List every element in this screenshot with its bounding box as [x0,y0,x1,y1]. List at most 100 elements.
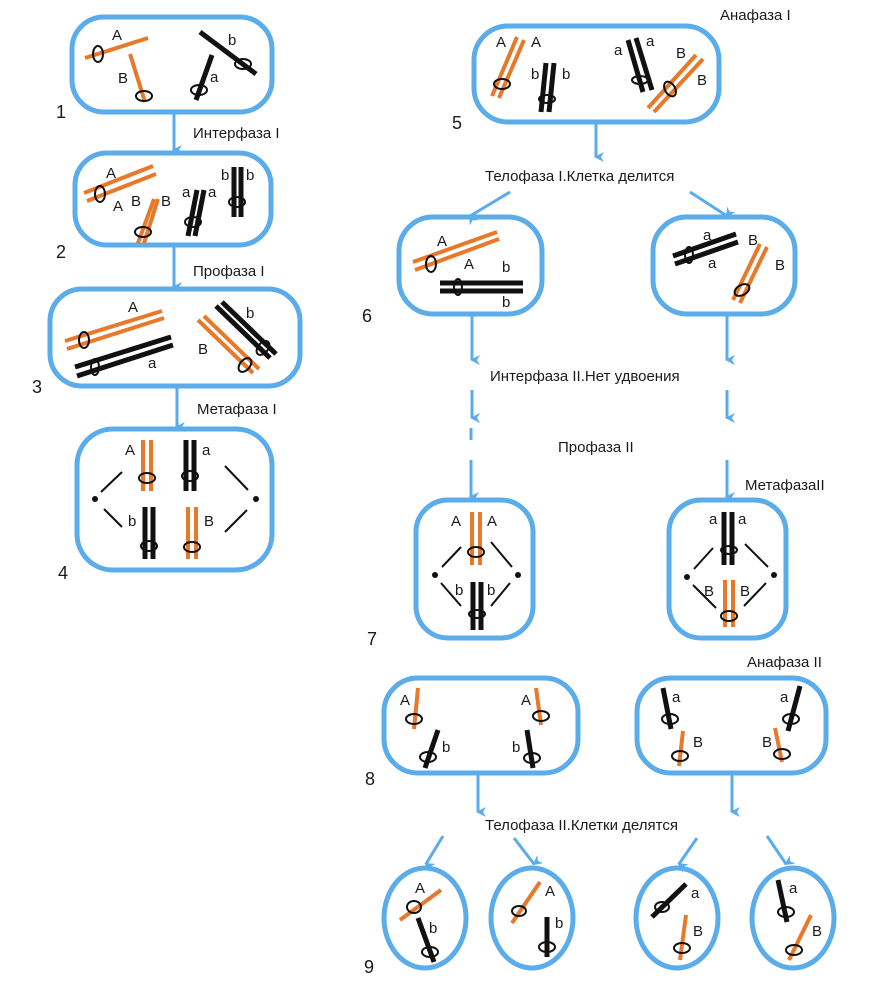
stage-label-prophase-2: Профаза II [558,439,634,456]
spindle-fiber [693,547,714,570]
centromere [532,710,550,722]
spindle-fiber [224,465,249,491]
gene-label-a: a [703,227,712,244]
chromatid-A [414,237,500,272]
centromere [190,84,208,96]
step-number-8: 8 [365,769,375,789]
centromere [134,226,152,238]
centromere [684,246,694,264]
cell-7-right: a a B B [666,497,789,641]
chromosome-b [198,30,258,76]
gene-label-A: A [545,883,555,900]
gene-label-a: a [780,689,789,706]
gene-label-b: b [246,167,254,184]
cell-membrane [69,14,275,115]
cell-membrane [47,286,303,389]
chromosome-A [412,687,420,730]
chromatid-A [64,309,163,343]
cell-membrane [634,675,829,776]
gene-label-a: a [210,69,219,86]
chromatid-B [646,53,698,110]
gene-label-B: B [812,923,822,940]
spindle-fiber [744,543,769,568]
centromere [654,901,670,913]
chromatid-a [185,189,200,237]
cell-membrane [72,150,274,248]
chromatid-B [196,318,255,375]
cell-membrane [74,426,275,573]
gene-label-a: a [208,184,217,201]
chromatid-b [538,62,549,113]
gene-label-A: A [415,880,425,897]
step-number-7: 7 [367,629,377,649]
cell-9-2: A b [488,865,576,971]
centromere [92,45,104,63]
gene-label-b: b [502,294,510,311]
step-number-6: 6 [362,306,372,326]
gene-label-A: A [106,165,116,182]
gene-label-b: b [531,66,539,83]
centromere [237,357,253,373]
centromere [183,541,201,553]
gene-label-B: B [693,734,703,751]
cell-membrane [633,865,721,971]
spindle-fiber [441,546,462,568]
stage-label-telophase-1: Телофаза I.Клетка делится [485,168,674,185]
chromatid-A [490,36,519,97]
cell-membrane [381,865,469,971]
spindle-fiber [440,582,462,607]
chromatid-b [546,62,557,113]
gene-label-A: A [112,27,122,44]
chromosome-A [534,687,543,726]
cell-membrane [650,214,798,317]
gene-label-B: B [676,45,686,62]
chromatid-A [66,316,165,351]
step-number-1: 1 [56,102,66,122]
chromatid-B [136,198,156,244]
gene-label-a: a [709,511,718,528]
gene-label-a: a [148,355,157,372]
centromere [671,750,689,762]
gene-label-a: a [202,442,211,459]
centromere [511,905,527,917]
gene-label-A: A [464,256,474,273]
arrow [424,835,445,873]
centromere [773,748,791,760]
gene-label-b: b [455,582,463,599]
chromatid-b [220,300,278,356]
stage-label-interphase-2: Интерфаза II.Нет удвоения [490,368,680,385]
chromosome-a [660,687,674,730]
chromatid-a [672,231,737,259]
gene-label-b: b [555,915,563,932]
centromere [90,358,100,376]
chromosome-a [650,882,688,919]
spindle-fiber [490,541,513,568]
gene-label-b: b [487,582,495,599]
gene-label-a: a [614,42,623,59]
cell-6-left: A A b b [396,214,545,317]
centromere [720,545,738,555]
chromatid-B [731,243,762,301]
gene-label-A: A [521,692,531,709]
stage-label-metaphase-2: МетафазаII [745,477,825,494]
gene-label-B: B [704,583,714,600]
cell-membrane [666,497,789,641]
spindle-fiber [224,509,248,533]
chromosome-A [510,880,542,925]
gene-label-A: A [400,692,410,709]
gene-label-A: A [531,34,541,51]
cell-membrane [471,23,722,125]
cell-5: A A b b a a B B [471,23,722,125]
gene-label-B: B [762,734,772,751]
centromere [673,942,691,954]
centromere [135,90,153,102]
spindle-fiber [103,508,123,528]
gene-label-A: A [451,513,461,530]
centromere [538,94,556,104]
centromere [453,278,463,296]
cell-membrane [396,214,545,317]
centromere [425,255,437,273]
chromosome-b [524,729,536,769]
chromatid-a [192,189,207,237]
gene-label-B: B [131,193,141,210]
